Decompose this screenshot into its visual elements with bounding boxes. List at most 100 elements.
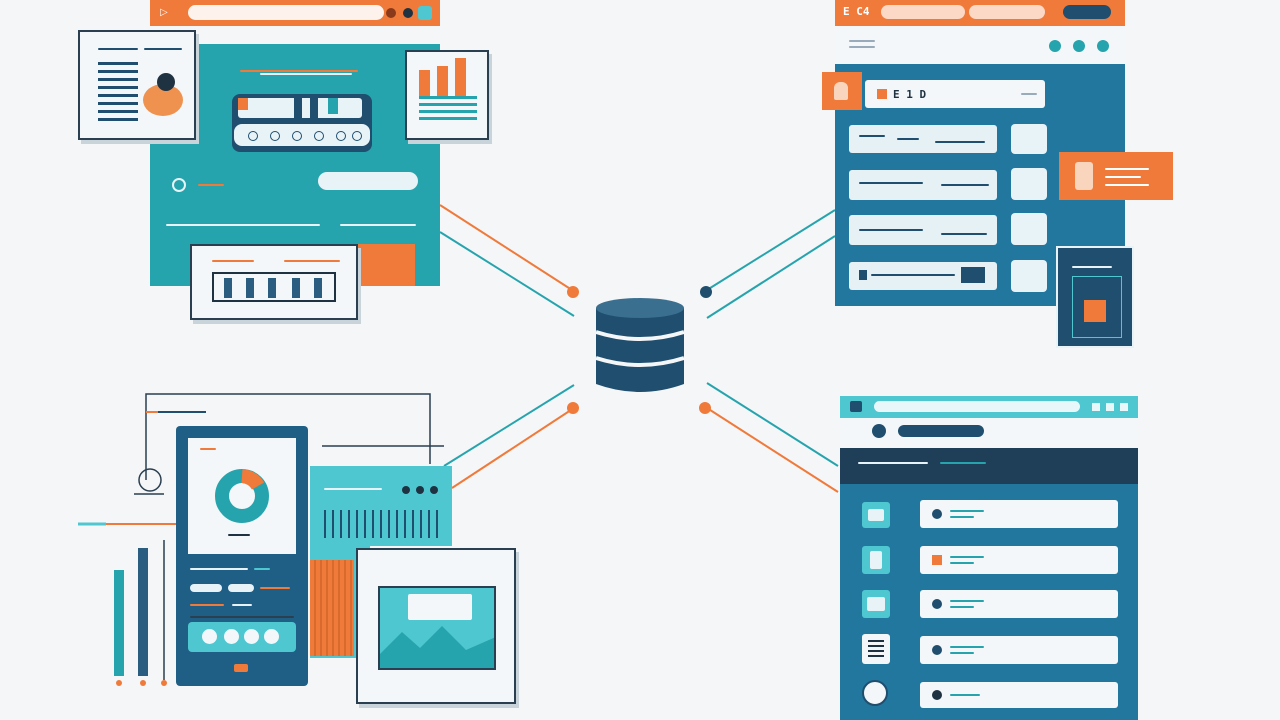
- image-icon[interactable]: [862, 590, 890, 618]
- decorative-shape: [380, 626, 494, 668]
- list-row[interactable]: [920, 590, 1118, 618]
- control-strip: [234, 124, 370, 146]
- address-input[interactable]: [188, 5, 384, 20]
- folder-icon[interactable]: [862, 502, 890, 528]
- home-button[interactable]: [234, 664, 248, 672]
- meta-line: [340, 224, 416, 226]
- action-button-4[interactable]: [264, 629, 279, 644]
- list-row[interactable]: [920, 682, 1118, 708]
- decorative-shape: [408, 594, 472, 620]
- maximize-button[interactable]: [1106, 403, 1114, 411]
- control-dot-3[interactable]: [292, 131, 302, 141]
- profile-icon[interactable]: [862, 680, 888, 706]
- nav-avatar[interactable]: [872, 424, 886, 438]
- control-dot-5[interactable]: [336, 131, 346, 141]
- connector-bl-teal: [443, 384, 575, 467]
- connector-node-tr: [700, 286, 712, 298]
- list-row[interactable]: [920, 636, 1118, 664]
- list-row[interactable]: [849, 262, 997, 290]
- tab-active[interactable]: [858, 462, 928, 464]
- image-card: [356, 548, 516, 704]
- tab-icon[interactable]: [850, 401, 862, 412]
- decorative-shape: [950, 600, 984, 602]
- decorative-shape: [416, 486, 424, 494]
- strip-bar-1: [294, 98, 302, 118]
- decorative-shape: [950, 606, 974, 608]
- control-dot-6[interactable]: [352, 131, 362, 141]
- decorative-shape: [950, 646, 984, 648]
- decorative-shape: [950, 556, 984, 558]
- tab-inactive[interactable]: [940, 462, 986, 464]
- action-button-1[interactable]: [202, 629, 217, 644]
- list-row[interactable]: [920, 500, 1118, 528]
- decorative-shape: [1072, 266, 1112, 268]
- decorative-shape: [950, 562, 974, 564]
- stripe-bar: [310, 560, 354, 656]
- device-screen: [188, 438, 296, 554]
- image-icon: [378, 586, 496, 670]
- header-tab-2[interactable]: [969, 5, 1045, 19]
- check-icon[interactable]: [172, 178, 186, 192]
- decorative-shape: [859, 270, 867, 280]
- play-icon: ▷: [160, 7, 168, 18]
- minimize-button[interactable]: [1092, 403, 1100, 411]
- connector-node-bl: [567, 402, 579, 414]
- menu-line: [849, 40, 875, 42]
- decorative-shape: [932, 555, 942, 565]
- edit-icon[interactable]: [1011, 260, 1047, 292]
- nav-bar: [840, 418, 1138, 444]
- decorative-shape: [950, 652, 974, 654]
- edit-icon[interactable]: [1011, 124, 1047, 154]
- title-underline: [240, 70, 358, 72]
- toolbar-dot-3[interactable]: [1097, 40, 1109, 52]
- window-button[interactable]: [418, 6, 432, 20]
- connector-bl-orange: [451, 407, 575, 489]
- address-input[interactable]: [874, 401, 1080, 412]
- user-avatar-icon: [143, 73, 183, 116]
- decorative-shape: [260, 587, 290, 589]
- action-button-3[interactable]: [244, 629, 259, 644]
- pager-control[interactable]: [318, 172, 418, 190]
- profile-card: [78, 30, 196, 140]
- decorative-shape: [932, 645, 942, 655]
- decorative-shape: [859, 135, 885, 137]
- header-title: E C4: [843, 5, 870, 18]
- search-bar[interactable]: E 1 D: [865, 80, 1045, 108]
- connector-tr-teal-b: [706, 235, 836, 319]
- browser-bar: ▷: [150, 0, 440, 26]
- strip-bar-2: [310, 98, 318, 118]
- decorative-shape: [1105, 168, 1149, 170]
- decorative-shape: [1072, 276, 1122, 338]
- list-row[interactable]: [849, 170, 997, 200]
- settings-icon[interactable]: [403, 8, 413, 18]
- list-row[interactable]: [849, 215, 997, 245]
- decorative-shape: [190, 604, 224, 606]
- tag-icon[interactable]: [822, 72, 862, 110]
- edit-icon[interactable]: [1011, 213, 1047, 245]
- record-icon[interactable]: [386, 8, 396, 18]
- edit-icon[interactable]: [1011, 168, 1047, 200]
- progress-line: [166, 224, 320, 226]
- decorative-shape: [950, 694, 980, 696]
- control-dot-4[interactable]: [314, 131, 324, 141]
- toolbar-dot-1[interactable]: [1049, 40, 1061, 52]
- header-tab-1[interactable]: [881, 5, 965, 19]
- header-tab-active[interactable]: [1063, 5, 1111, 19]
- mini-bar: [246, 278, 254, 298]
- control-dot-2[interactable]: [270, 131, 280, 141]
- decorative-shape: [190, 616, 294, 618]
- file-icon[interactable]: [862, 546, 890, 574]
- control-dot-1[interactable]: [248, 131, 258, 141]
- search-label: E 1 D: [893, 88, 927, 101]
- list-icon[interactable]: [862, 634, 890, 664]
- toolbar-dot-2[interactable]: [1073, 40, 1085, 52]
- list-row[interactable]: [920, 546, 1118, 574]
- connector-node-br: [699, 402, 711, 414]
- orange-block: [355, 244, 415, 286]
- action-button-2[interactable]: [224, 629, 239, 644]
- header-line: [284, 260, 340, 262]
- list-row[interactable]: [849, 125, 997, 153]
- search-marker: [877, 89, 887, 99]
- strip-bar-3: [328, 98, 338, 114]
- close-button[interactable]: [1120, 403, 1128, 411]
